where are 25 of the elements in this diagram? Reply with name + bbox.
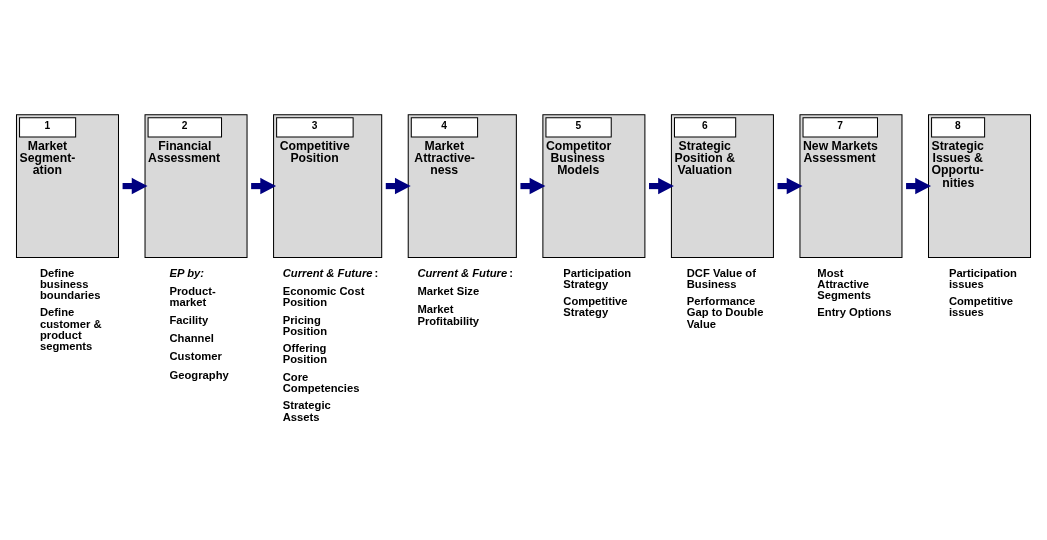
node-label: Current & Future: bbox=[282, 266, 379, 279]
node-label: Customer bbox=[169, 349, 222, 362]
node-label: EP by: bbox=[169, 266, 205, 279]
node-label: Participation issues bbox=[948, 266, 1017, 290]
node-label: Competitive Strategy bbox=[563, 294, 628, 318]
node-label: Market Profitability bbox=[417, 302, 480, 327]
node-label: Economic Cost Position bbox=[282, 284, 365, 308]
node-label: Market Size bbox=[417, 284, 480, 297]
node-label: Core Competencies bbox=[282, 370, 360, 394]
node-label: Product- market bbox=[169, 284, 216, 308]
node-label: Entry Options bbox=[817, 305, 892, 318]
node-label: Participation Strategy bbox=[563, 266, 632, 290]
node-label: Offering Position bbox=[282, 341, 328, 365]
node-label: Channel bbox=[169, 331, 214, 344]
node-label: Strategic Assets bbox=[282, 398, 331, 423]
node-label: Geography bbox=[169, 368, 229, 381]
node-label: Facility bbox=[169, 313, 209, 326]
node-label: DCF Value of Business bbox=[686, 266, 756, 290]
node-label: Define business boundaries bbox=[39, 266, 101, 301]
node-label: Competitive issues bbox=[948, 294, 1014, 318]
node-label: Pricing Position bbox=[282, 313, 328, 337]
node-label: Performance Gap to Double Value bbox=[686, 294, 764, 330]
node-label: Most Attractive Segments bbox=[817, 266, 871, 301]
node-label: Current & Future: bbox=[417, 266, 513, 279]
node-label: Define customer & product segments bbox=[39, 305, 102, 352]
